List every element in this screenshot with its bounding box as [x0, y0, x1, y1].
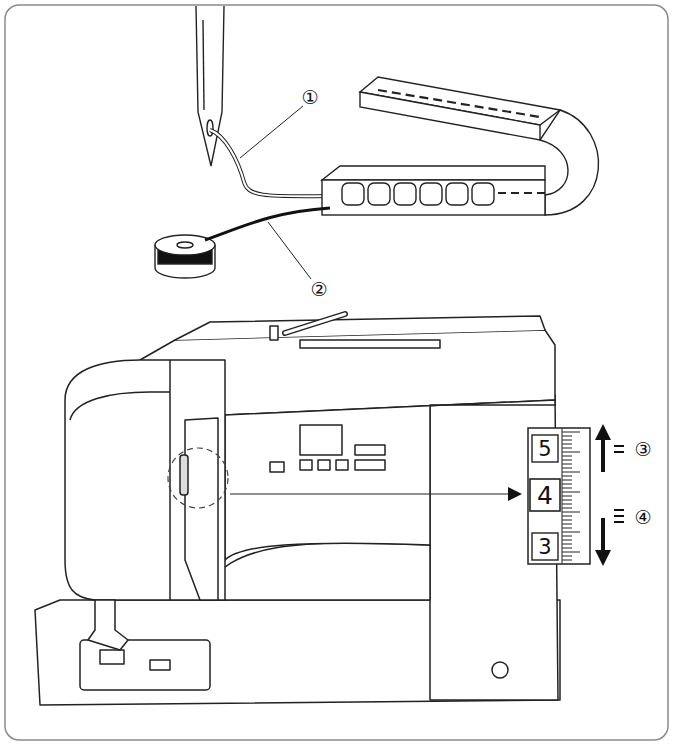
scale-number: 3	[538, 537, 551, 558]
needle	[196, 6, 224, 166]
leader-line	[240, 106, 303, 158]
callout-number: ①	[301, 88, 318, 107]
pointer-arrowhead	[508, 487, 522, 501]
sewing-machine	[35, 314, 560, 705]
pointer-line	[230, 493, 508, 494]
lower-thread	[205, 208, 330, 240]
upper-thread	[210, 130, 330, 196]
bobbin	[155, 235, 215, 278]
tension-scale	[528, 428, 590, 564]
scale-number: 5	[538, 439, 551, 460]
callout-number: ④	[634, 508, 651, 527]
fabric	[322, 77, 598, 215]
stitch-loops	[342, 183, 494, 205]
frame	[5, 5, 668, 740]
direction-arrows	[595, 424, 624, 566]
scale-number: 4	[537, 483, 553, 508]
callout-number: ③	[634, 440, 651, 459]
upper-thread	[210, 130, 330, 196]
callout-number: ②	[310, 280, 327, 299]
dial-highlight	[168, 448, 228, 508]
leader-line	[268, 222, 311, 279]
